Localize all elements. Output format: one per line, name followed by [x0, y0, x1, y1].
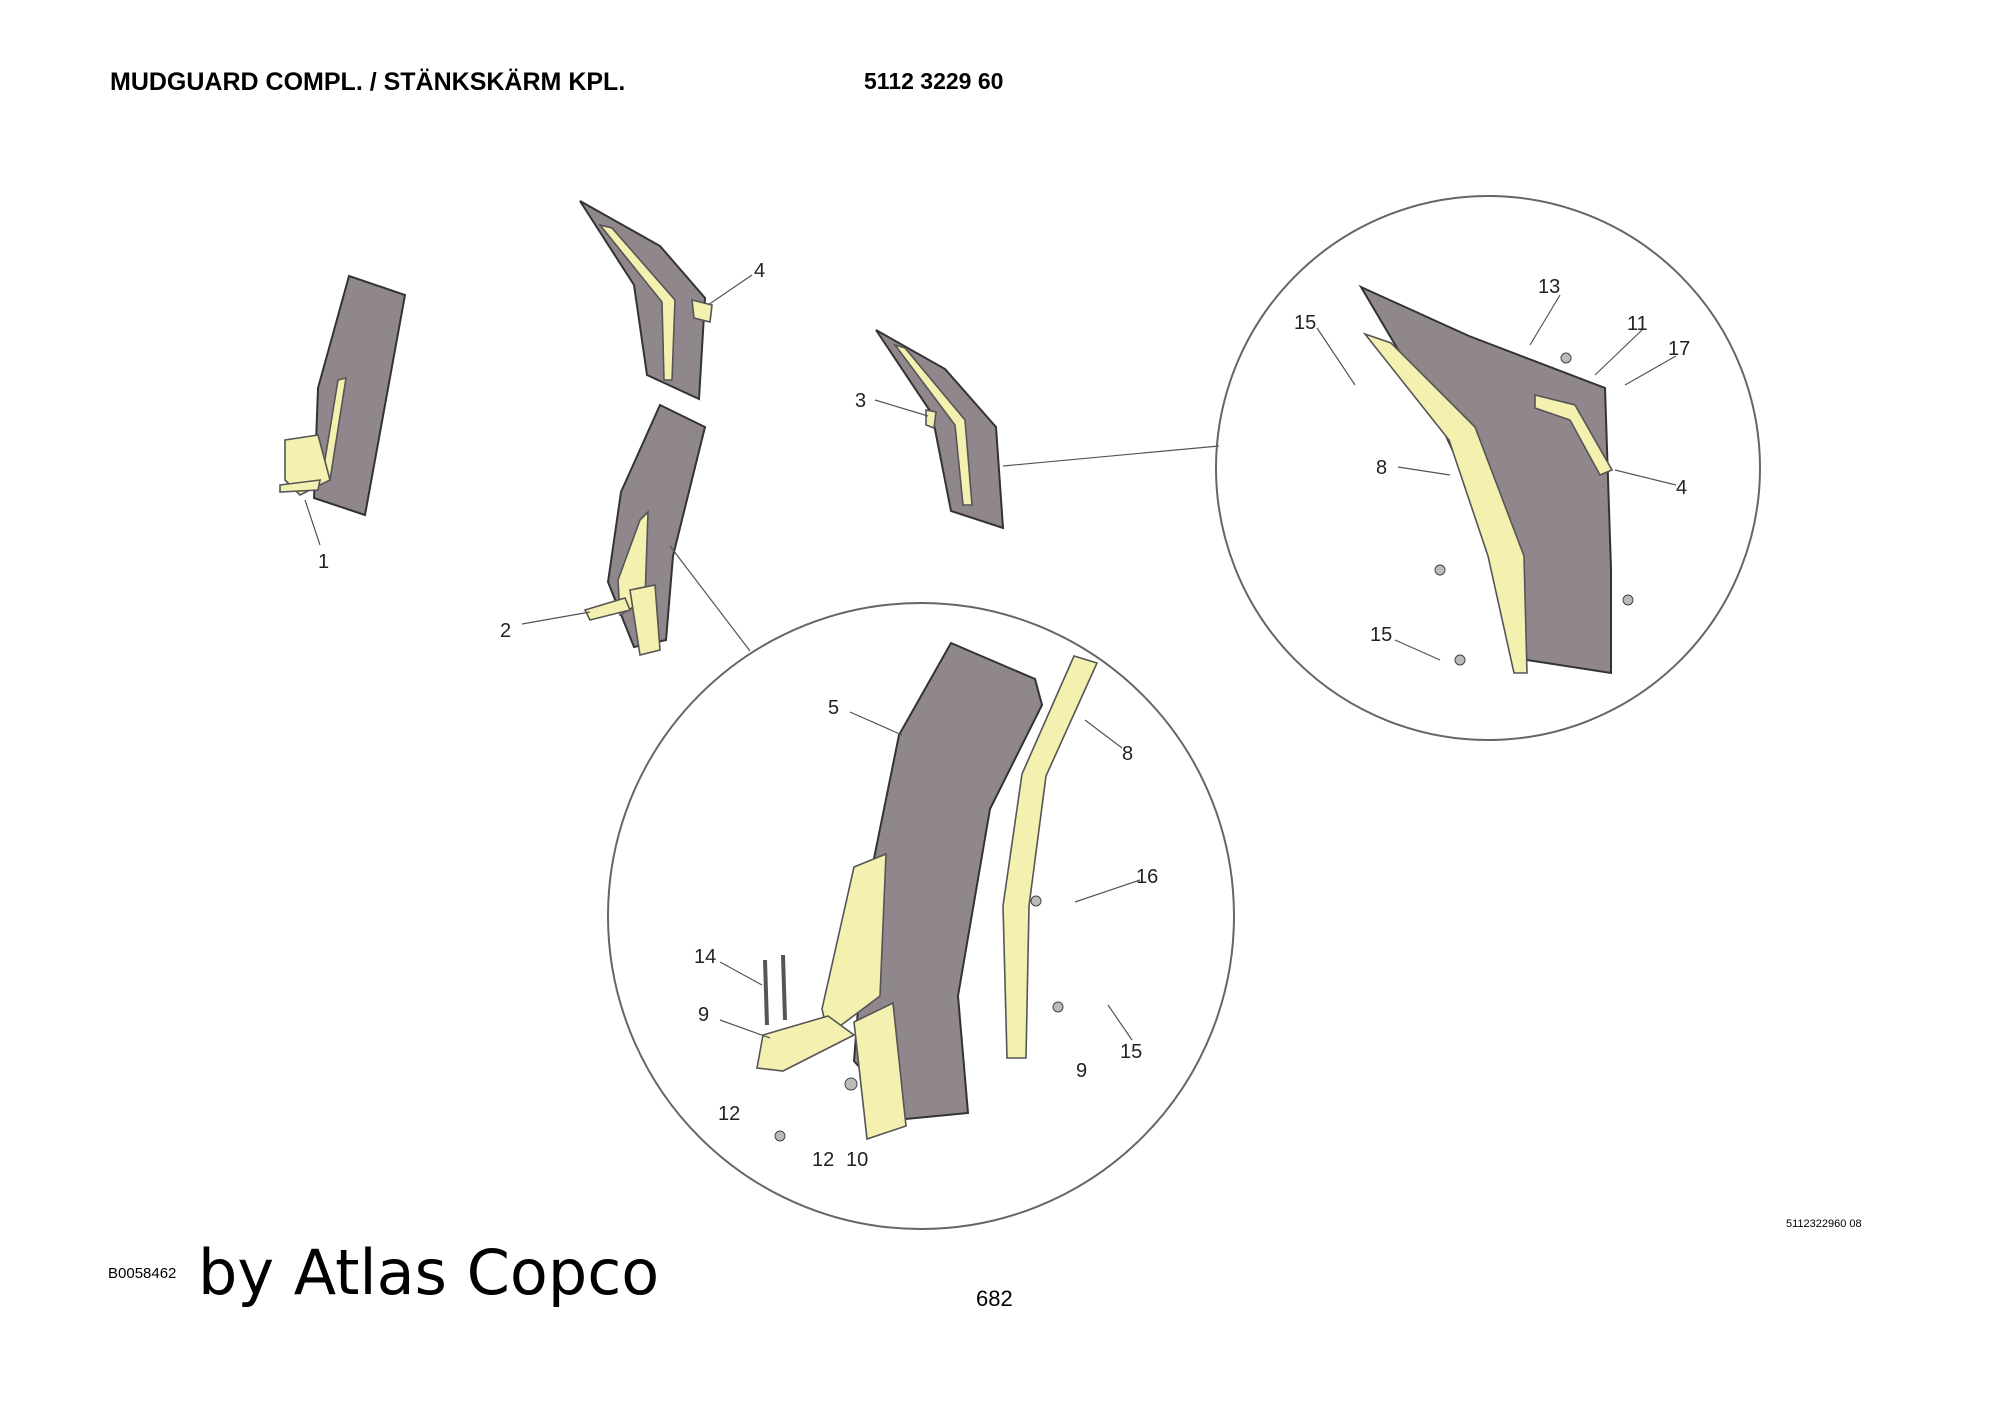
drawing-reference: 5112322960 08 [1786, 1218, 1862, 1230]
page-number: 682 [976, 1286, 1013, 1311]
callout-14: 14 [694, 946, 716, 968]
callout-15c: 15 [1294, 312, 1316, 334]
callout-12b: 12 [812, 1149, 834, 1171]
callout-1: 1 [318, 551, 329, 573]
callout-11: 11 [1627, 313, 1648, 335]
mudguard-4 [579, 200, 713, 401]
page-title: MUDGUARD COMPL. / STÄNKSKÄRM KPL. [110, 68, 626, 96]
callout-4b: 4 [1676, 477, 1687, 499]
callout-3: 3 [855, 390, 866, 412]
detail-b-assembly [1358, 284, 1634, 675]
callout-8b: 8 [1376, 457, 1387, 479]
document-id: B0058462 [108, 1265, 177, 1282]
mudguard-1 [279, 274, 407, 517]
callout-9: 9 [698, 1004, 709, 1026]
mudguard-2 [583, 403, 707, 656]
callout-16: 16 [1136, 866, 1158, 888]
callout-2: 2 [500, 620, 511, 642]
detail-a-assembly [756, 641, 1099, 1142]
mudguard-3 [875, 329, 1005, 530]
callout-12: 12 [718, 1103, 740, 1125]
brand-watermark: by Atlas Copco [198, 1236, 660, 1309]
callout-10: 10 [846, 1149, 868, 1171]
leader-lines [304, 274, 1677, 1041]
callout-15d: 15 [1370, 624, 1392, 646]
callout-8: 8 [1122, 743, 1133, 765]
detail-a-circle [607, 602, 1235, 1230]
detail-b-circle [1215, 195, 1761, 741]
callout-4: 4 [754, 260, 765, 282]
callout-5: 5 [828, 697, 839, 719]
part-number: 5112 3229 60 [864, 68, 1004, 94]
callout-17: 17 [1668, 338, 1690, 360]
detail-b-connector [1002, 445, 1220, 467]
callout-15: 15 [1120, 1041, 1142, 1063]
callout-13: 13 [1538, 276, 1560, 298]
detail-a-connector [669, 545, 751, 652]
callout-9b: 9 [1076, 1060, 1087, 1082]
